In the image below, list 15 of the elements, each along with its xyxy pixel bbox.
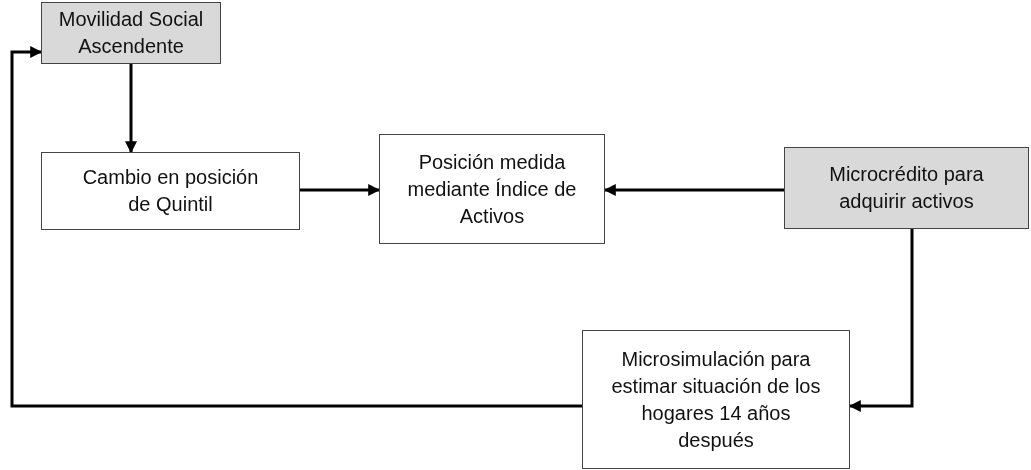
arrow (848, 229, 914, 412)
arrow (125, 64, 137, 154)
box-label: Microsimulación para estimar situación de los hogares 14 años después (610, 346, 822, 453)
box-label: Cambio en posición de Quintil (81, 165, 260, 217)
arrow (603, 184, 784, 196)
arrow (10, 46, 582, 408)
process-box (582, 330, 850, 469)
process-box (41, 2, 221, 64)
box-label: Microcrédito para adquirir activos (828, 162, 985, 214)
arrow (300, 184, 381, 196)
box-label: Posición medida mediante Índice de Activos (406, 149, 578, 229)
box-label: Movilidad Social Ascendente (57, 7, 205, 59)
process-box (41, 152, 300, 230)
process-box (379, 134, 605, 244)
process-box (784, 147, 1029, 229)
